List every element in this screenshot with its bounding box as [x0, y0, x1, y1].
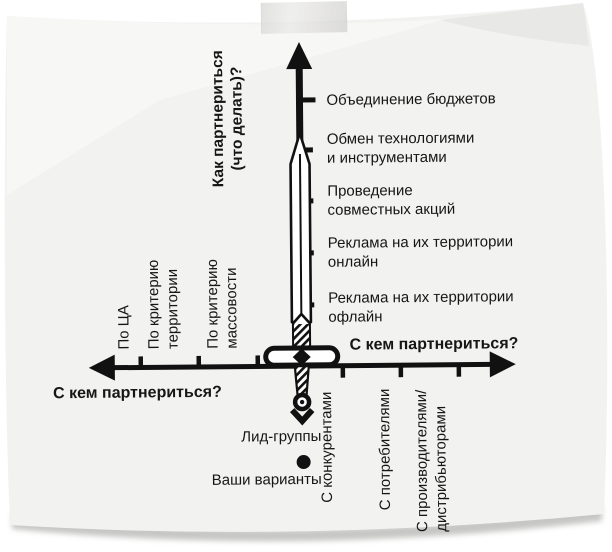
sword-pommel-chevron: [292, 410, 312, 421]
sword-fuller: [300, 154, 301, 314]
x-axis-right-item-consumers: С потребителями: [375, 382, 394, 510]
x-axis-left-item-mass: По критерию массовости: [203, 255, 240, 349]
y-axis-item-tech-exchange: Обмен технологиями и инструментами: [327, 129, 475, 168]
y-axis-item-budgets: Объединение бюджетов: [326, 89, 495, 109]
sword-icon: [264, 133, 339, 422]
your-options-label: Ваши варианты: [202, 470, 322, 490]
bullet-dot: [297, 455, 311, 469]
x-axis-left-item-territory: По критерию территории: [144, 255, 181, 349]
y-axis-title: Как партнериться (что делать)?: [209, 46, 247, 192]
x-axis-right-item-manufacturers: С производителями/ дистрибьюторами: [412, 382, 449, 532]
sword-pommel-dot: [300, 400, 304, 404]
y-axis-arrowhead-icon: [286, 42, 312, 69]
x-axis-left-item-target-audience: По ЦА: [114, 304, 132, 350]
x-axis-title-left: С кем партнериться?: [53, 383, 222, 403]
y-axis-item-joint-promos: Проведение совместных акций: [327, 181, 455, 220]
x-axis-left-arrowhead-icon: [89, 355, 115, 381]
brand-label: Лид-группы: [211, 427, 321, 447]
sword-ricasso: [293, 322, 310, 348]
y-axis-item-ads-offline: Реклама на их территории офлайн: [328, 287, 514, 327]
sword-grip: [295, 366, 309, 395]
x-axis-title-right: С кем партнериться?: [350, 334, 519, 354]
y-axis-item-ads-online: Реклама на их территории онлайн: [328, 232, 514, 272]
x-axis-right-arrowhead-icon: [490, 351, 516, 377]
